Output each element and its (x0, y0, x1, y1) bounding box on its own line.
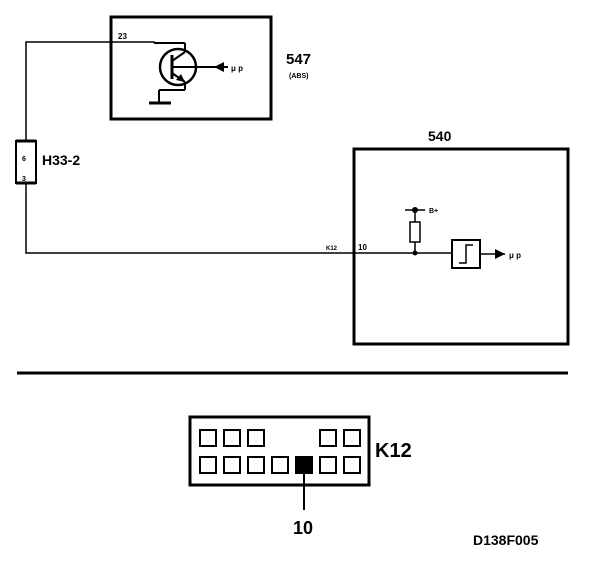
connector-k12-pin-callout: 10 (293, 518, 313, 538)
module-540-box (352, 147, 570, 346)
module-547-output-label: μ p (231, 64, 243, 73)
module-540: 540 10 B+ μ p (352, 128, 570, 346)
connector-k12-label: K12 (375, 440, 412, 462)
module-540-output-label: μ p (509, 251, 521, 260)
module-547-box (109, 15, 273, 121)
module-540-label: 540 (428, 128, 452, 144)
pin-cavity (271, 456, 289, 474)
module-547-pin-label: 23 (118, 32, 127, 41)
resistor-symbol (409, 221, 421, 243)
pin-cavity (199, 456, 217, 474)
module-547: 23 547 (ABS) μ p (109, 15, 311, 121)
pin-cavity (319, 456, 337, 474)
transistor-symbol (149, 42, 228, 105)
pin-cavity (343, 429, 361, 447)
connector-h33-label: H33-2 (42, 152, 80, 168)
pin-cavity-10-filled (295, 456, 313, 474)
figure-id: D138F005 (473, 532, 539, 548)
pin-cavity (247, 456, 265, 474)
supply-label: B+ (429, 208, 438, 215)
pin-cavity (247, 429, 265, 447)
connector-h33-pin-top: 6 (22, 156, 26, 163)
pin-cavity (223, 429, 241, 447)
module-547-label: 547 (286, 51, 311, 68)
module-540-pin-label: 10 (358, 243, 367, 252)
connector-h33-pin-bottom: 3 (22, 176, 26, 183)
connector-h33-2: 6 3 (15, 139, 37, 185)
module-547-sublabel: (ABS) (289, 73, 308, 80)
wire-547-to-h33 (25, 41, 155, 141)
pin-cavity (199, 429, 217, 447)
connector-k12-body (188, 415, 371, 487)
wire-label-k12: K12 (326, 246, 338, 252)
wire-h33-to-540 (25, 183, 355, 254)
connector-k12 (188, 415, 371, 510)
pin-cavity (343, 456, 361, 474)
pin-cavity (223, 456, 241, 474)
pin-cavity (319, 429, 337, 447)
